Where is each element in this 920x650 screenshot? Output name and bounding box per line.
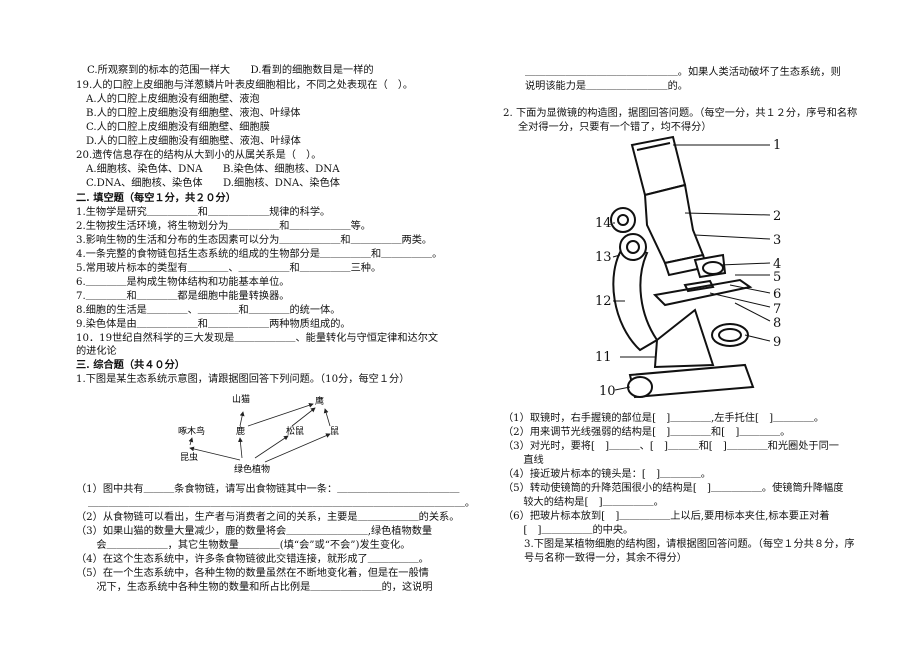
comprehensive-q1-part5-line2: 况下，生态系统中各种生物的数量和所占比例是＿＿＿＿＿＿＿的，这说明	[76, 582, 433, 593]
microscope-q2: （2）用来调节光线强弱的结构是[ ]＿＿＿＿和[ ]＿＿＿＿。	[503, 427, 791, 438]
fill-2: 2.生物按生活环境，将生物划分为＿＿＿＿＿和＿＿＿＿＿＿等。	[76, 221, 371, 232]
food-web-diagram: 山猫 鹰 啄木鸟 鹿 松鼠 鼠 昆虫 绿色植物	[178, 393, 339, 475]
microscope-label-11: 11	[595, 350, 612, 365]
microscope-q1: （1）取镜时，右手握镜的部位是[ ]＿＿＿＿,左手托住[ ]＿＿＿＿。	[503, 413, 825, 424]
food-web-node-shanmao: 山猫	[232, 393, 250, 405]
fill-8: 8.细胞的生活是＿＿＿＿、＿＿＿＿和＿＿＿＿的统一体。	[76, 305, 341, 316]
microscope-q5: （5）转动使镜筒的升降范围很小的结构是[ ]＿＿＿＿＿。使镜筒升降幅度	[503, 483, 844, 494]
section-fill-blank-title: 二. 填空题（每空１分，共２０分）	[76, 192, 236, 204]
microscope-label-9: 9	[773, 335, 781, 350]
comprehensive-q1-part5: （5）在一个生态系统中，各种生物的数量虽然在不断地变化着，但是在一般情	[76, 568, 429, 579]
microscope-q6-line2: [ ]＿＿＿＿＿的中央。	[503, 525, 634, 536]
food-web-node-ying: 鹰	[315, 395, 324, 407]
q19-option-c: C.人的口腔上皮细胞没有细胞壁、细胞膜	[86, 122, 270, 133]
microscope-label-8: 8	[773, 316, 781, 331]
fill-3: 3.影响生物的生活和分布的生态因素可以分为＿＿＿＿＿＿和＿＿＿＿＿两类。	[76, 235, 433, 246]
microscope-diagram: 1 2 3 4 5 6 7 8 9 10 11 12 13 14	[595, 135, 781, 399]
eco-stability-continued: ＿＿＿＿＿＿＿＿＿＿＿＿＿＿＿。如果人类活动破坏了生态系统，则	[525, 67, 841, 78]
comprehensive-q2-stem-line2: 全对得一分，只要有一个错了，均不得分）	[518, 122, 712, 133]
microscope-label-4: 4	[773, 257, 781, 272]
comprehensive-q1-part2: （2）从食物链可以看出，生产者与消费者之间的关系，主要是＿＿＿＿＿＿的关系。	[76, 512, 460, 523]
microscope-q3: （3）对光时，要将[ ]＿＿＿、[ ]＿＿＿和[ ]＿＿＿＿和光圈处于同一	[503, 441, 839, 452]
comprehensive-q1-part1-line2: ＿＿＿＿＿＿＿＿＿＿＿＿＿＿＿＿＿＿＿＿＿＿＿＿＿＿＿＿＿＿＿＿＿＿＿＿＿。	[88, 498, 476, 509]
microscope-label-14: 14	[595, 216, 612, 231]
comprehensive-q1-part3: （3）如果山猫的数量大量减少，鹿的数量将会＿＿＿＿＿＿＿＿,绿色植物数量	[76, 526, 433, 537]
microscope-label-5: 5	[773, 270, 781, 285]
q18-options-cd: C.所观察到的标本的范围一样大 D.看到的细胞数目是一样的	[87, 65, 374, 76]
q19-option-d: D.人的口腔上皮细胞没有细胞壁、液泡、叶绿体	[86, 136, 301, 147]
microscope-q3-line2: 直线	[503, 455, 544, 466]
comprehensive-q3-stem: 3.下图是某植物细胞的结构图，请根据图回答问题。（每空１分共８分，序	[524, 539, 855, 550]
fill-10: 10．19世纪自然科学的三大发现是＿＿＿＿＿＿、能量转化与守恒定律和达尔文	[76, 333, 439, 344]
microscope-q5-line2: 较大的结构是[ ]＿＿＿＿＿。	[503, 497, 664, 508]
microscope-q6: （6）把玻片标本放到[ ]＿＿＿＿＿上以后,要用标本夹住,标本要正对着	[503, 511, 830, 522]
q19-option-a: A.人的口腔上皮细胞没有细胞壁、液泡	[86, 94, 260, 105]
fill-5: 5.常用玻片标本的类型有＿＿＿＿、＿＿＿＿＿和＿＿＿＿＿三种。	[76, 263, 382, 274]
microscope-label-12: 12	[595, 294, 612, 309]
eco-stability-continued-line2: 说明该能力是＿＿＿＿＿＿＿＿的。	[525, 81, 688, 92]
fill-7: 7.＿＿＿＿和＿＿＿＿都是细胞中能量转换器。	[76, 291, 290, 302]
microscope-q4: （4）接近玻片标本的镜头是：[ ]＿＿＿＿。	[503, 469, 711, 480]
fill-10-continued: 的进化论	[76, 346, 117, 357]
food-web-node-zhuomuniao: 啄木鸟	[178, 425, 205, 437]
section-comprehensive-title: 三. 综合题（共４０分）	[76, 359, 185, 371]
fill-1: 1.生物学是研究＿＿＿＿＿和＿＿＿＿＿＿规律的科学。	[76, 207, 331, 218]
comprehensive-q1-part3-line2: 会＿＿＿＿＿＿，其它生物数量＿＿＿＿(填“会”或“不会”)发生变化。	[76, 540, 411, 551]
microscope-label-3: 3	[773, 233, 781, 248]
fill-6: 6.＿＿＿＿是构成生物体结构和功能基本单位。	[76, 277, 290, 288]
q19-stem: 19.人的口腔上皮细胞与洋葱鳞片叶表皮细胞相比，不同之处表现在（ ）。	[76, 80, 414, 91]
food-web-node-plant: 绿色植物	[234, 463, 270, 475]
comprehensive-q1-stem: 1.下图是某生态系统示意图，请跟据图回答下列问题。（10分，每空１分）	[76, 374, 410, 385]
microscope-label-10: 10	[599, 384, 616, 399]
comprehensive-q1-part1: （1）图中共有＿＿＿条食物链，请写出食物链其中一条：＿＿＿＿＿＿＿＿＿＿＿＿	[76, 484, 460, 495]
microscope-label-2: 2	[773, 209, 781, 224]
food-web-node-shu: 鼠	[330, 425, 339, 437]
comprehensive-q1-part4: （4）在这个生态系统中，许多条食物链彼此交错连接，就形成了＿＿＿＿＿。	[76, 554, 429, 565]
comprehensive-q2-stem: 2. 下面为显微镜的构造图，据图回答问题。（每空一分，共１２分，序号和名称	[503, 108, 858, 119]
microscope-label-7: 7	[773, 302, 781, 317]
microscope-label-6: 6	[773, 287, 781, 302]
q19-option-b: B.人的口腔上皮细胞没有细胞壁、液泡、叶绿体	[86, 108, 301, 119]
q20-options-ab: A.细胞核、染色体、DNA B.染色体、细胞核、DNA	[86, 164, 340, 175]
food-web-node-lu: 鹿	[236, 425, 245, 437]
food-web-node-songshu: 松鼠	[286, 425, 304, 437]
microscope-label-13: 13	[595, 250, 612, 265]
fill-4: 4.一条完整的食物链包括生态系统的组成的生物部分是＿＿＿＿＿和＿＿＿＿＿。	[76, 249, 443, 260]
q20-stem: 20.遗传信息存在的结构从大到小的从属关系是（ ）。	[76, 150, 322, 161]
food-web-node-kunchong: 昆虫	[180, 451, 198, 463]
comprehensive-q3-stem-line2: 号与名称一致得一分，其余不得分）	[524, 553, 687, 564]
microscope-label-1: 1	[773, 138, 781, 153]
fill-9: 9.染色体是由＿＿＿＿＿＿和＿＿＿＿＿＿两种物质组成的。	[76, 319, 351, 330]
q20-options-cd: C.DNA、细胞核、染色体 D.细胞核、DNA、染色体	[86, 178, 340, 189]
